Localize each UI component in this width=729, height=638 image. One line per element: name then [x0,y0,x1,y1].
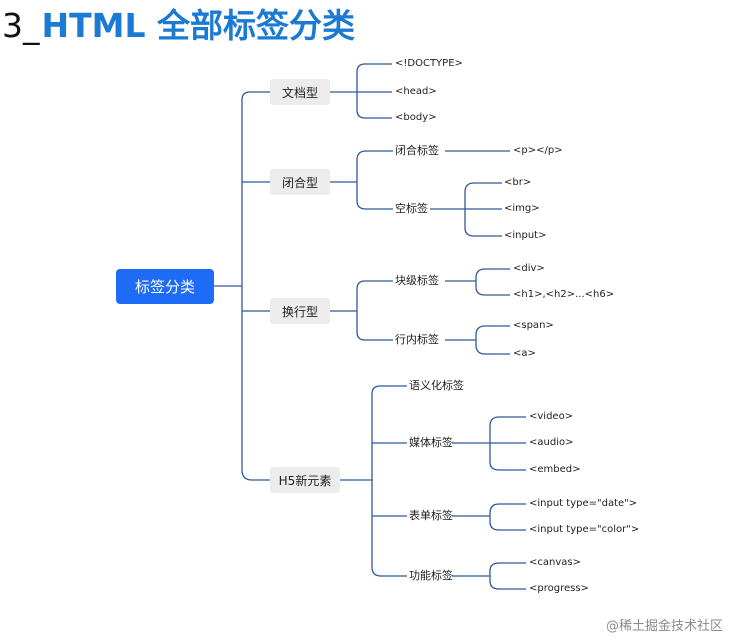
connector [464,227,502,237]
leaf-div: <div> [513,263,545,274]
connector [356,63,392,73]
sub-form-tags: 表单标签 [409,509,453,522]
category-closed: 闭合型 [270,169,330,195]
sub-media-tags: 媒体标签 [409,436,453,449]
watermark: @稀土掘金技术社区 [605,619,723,634]
connector [356,200,393,210]
connector [489,521,526,531]
connector [241,469,270,481]
connector [356,280,393,290]
connector [356,109,392,119]
page-title: 3_ HTML 全部标签分类 [2,4,355,48]
leaf-progress: <progress> [529,583,589,594]
leaf-input-color: <input type="color"> [529,524,640,535]
category-document: 文档型 [270,79,330,105]
sub-inline-tags: 行内标签 [395,333,439,346]
leaf-embed: <embed> [529,464,581,475]
leaf-video: <video> [529,411,574,422]
title-number: 3_ [2,6,40,45]
connector [475,344,510,355]
connector [241,91,270,101]
connector [489,461,526,471]
leaf-audio: <audio> [529,437,574,448]
sub-closed-tags: 闭合标签 [395,144,439,157]
sub-function-tags: 功能标签 [409,569,453,582]
sub-empty-tags: 空标签 [395,202,428,215]
category-line-break: 换行型 [270,298,330,324]
root-node: 标签分类 [116,269,214,304]
leaf-canvas: <canvas> [529,557,581,568]
leaf-img: <img> [504,203,540,214]
sub-semantic-tags: 语义化标签 [409,379,464,392]
connector [489,416,526,427]
connector [356,331,393,341]
leaf-a: <a> [513,348,536,359]
leaf-doctype: <!DOCTYPE> [395,58,463,69]
title-text: HTML 全部标签分类 [41,6,355,45]
leaf-head: <head> [395,86,437,97]
sub-block-tags: 块级标签 [395,274,439,287]
connector [489,562,526,572]
connector [371,566,407,577]
leaf-input: <input> [504,230,547,241]
leaf-input-date: <input type="date"> [529,498,638,509]
connector [475,268,510,279]
connector [356,150,393,161]
connector [489,580,526,590]
connector [475,286,510,296]
connector [475,325,510,336]
leaf-span: <span> [513,320,554,331]
connector [371,385,407,395]
category-h5-new: H5新元素 [270,467,340,493]
connector [464,182,502,193]
leaf-body: <body> [395,112,437,123]
leaf-br: <br> [504,177,532,188]
leaf-p: <p></p> [513,145,563,156]
leaf-headings: <h1>,<h2>...<h6> [513,289,615,300]
connector [489,503,526,514]
